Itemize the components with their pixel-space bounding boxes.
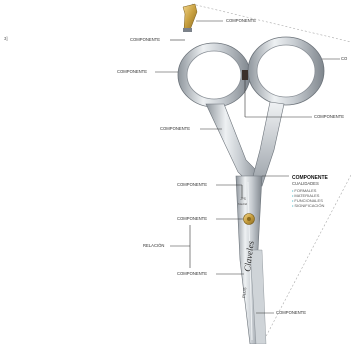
legend-subtitle: CUALIDADES — [292, 181, 328, 186]
callout-lower-blade: COMPONENTE — [177, 272, 207, 276]
callout-left-shank: COMPONENTE — [160, 127, 190, 131]
side-note: 3] — [4, 36, 8, 41]
legend-item: •SIGNIFICACIÓN — [292, 203, 328, 208]
qualities-legend: COMPONENTE CUALIDADES •FORMALES •MATERIA… — [292, 175, 328, 208]
callout-left-ring: COMPONENTE — [117, 70, 147, 74]
guide-top — [192, 4, 351, 42]
right-finger-ring — [248, 37, 324, 105]
callout-upper-blade: COMPONENTE — [177, 183, 207, 187]
legend-list: •FORMALES •MATERIALES •FUNCIONALES •SIGN… — [292, 188, 328, 208]
callout-bottom: COMPONENTE — [276, 311, 306, 315]
blade-mark-jps: JPS — [240, 197, 246, 201]
finger-tang — [183, 4, 197, 32]
left-finger-ring — [178, 43, 250, 107]
callout-screw: COMPONENTE — [177, 217, 207, 221]
callout-relation: RELACIÓN — [143, 244, 164, 248]
callout-right-edge: CO — [341, 57, 347, 61]
pivot-screw — [244, 214, 255, 225]
callout-top-right: COMPONENTE — [226, 19, 256, 23]
callout-right-ring: COMPONENTE — [314, 115, 344, 119]
callout-top-left: COMPONENTE — [130, 38, 160, 42]
blade-mark-madrid: Madrid — [238, 202, 248, 206]
ring-stopper — [242, 70, 248, 80]
